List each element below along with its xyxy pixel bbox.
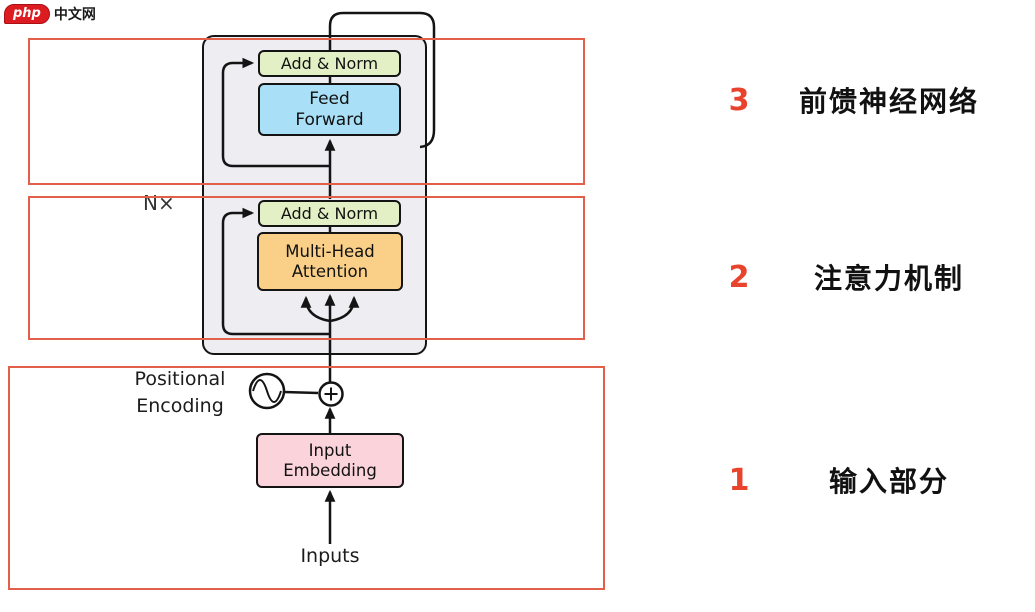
annotation-label: 前馈神经网络 xyxy=(798,85,979,118)
add-norm-top-box: Add & Norm xyxy=(258,50,401,77)
logo-php-badge: php xyxy=(4,4,50,24)
inputs-label: Inputs xyxy=(300,545,360,567)
highlight-box-feed-forward xyxy=(28,38,585,185)
multi-head-attention-label: Multi-Head Attention xyxy=(285,241,375,281)
positional-encoding-label: Positional Encoding xyxy=(134,368,226,417)
annotation-number: 3 xyxy=(728,82,750,118)
add-norm-top-label: Add & Norm xyxy=(280,53,379,73)
input-embedding-label: Input Embedding xyxy=(283,440,377,480)
multi-head-attention-box: Multi-Head Attention xyxy=(257,232,403,291)
annotation-number: 1 xyxy=(728,462,750,498)
nx-repeat-label: N× xyxy=(143,191,175,215)
add-norm-mid-box: Add & Norm xyxy=(258,200,401,227)
annotation-row-3: 3 前馈神经网络 xyxy=(716,80,1016,120)
feed-forward-label: Feed Forward xyxy=(295,89,364,130)
annotation-label: 注意力机制 xyxy=(813,262,964,295)
input-embedding-box: Input Embedding xyxy=(256,433,404,488)
add-norm-mid-label: Add & Norm xyxy=(280,203,379,223)
annotation-number: 2 xyxy=(728,259,750,295)
logo-suffix-text: 中文网 xyxy=(53,7,96,23)
highlight-box-attention xyxy=(28,196,585,340)
site-logo: php 中文网 xyxy=(4,4,96,24)
annotation-row-1: 1 输入部分 xyxy=(716,460,1016,500)
highlight-box-input xyxy=(8,366,605,590)
feed-forward-box: Feed Forward xyxy=(258,83,401,136)
annotation-label: 输入部分 xyxy=(828,465,949,498)
annotation-row-2: 2 注意力机制 xyxy=(716,257,1016,297)
